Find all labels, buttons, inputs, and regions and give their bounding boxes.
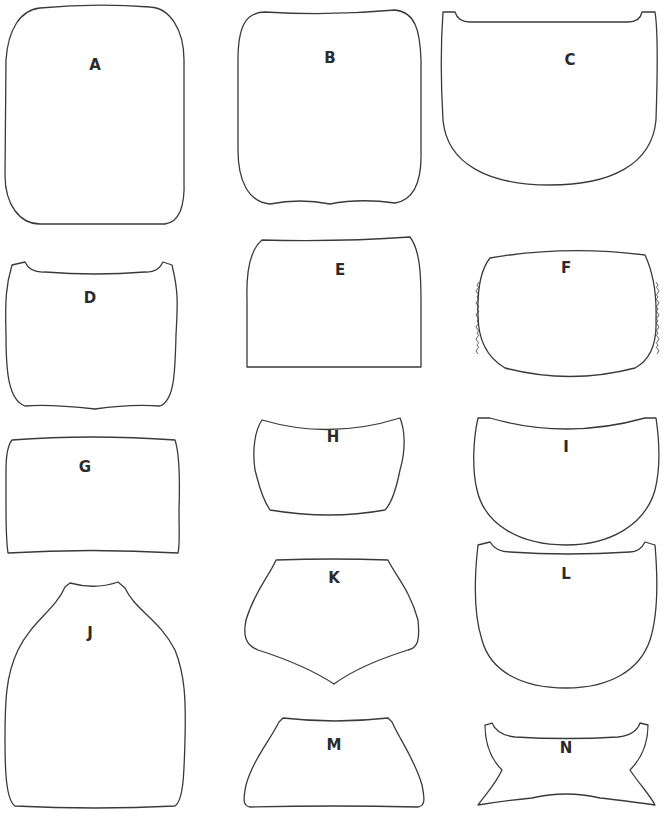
outline-path: [441, 12, 657, 185]
outline-path: [238, 10, 421, 204]
outline-path: [244, 718, 424, 807]
figure-letter: M: [327, 738, 342, 753]
outline-drawing: [437, 8, 661, 188]
outline-drawing: [234, 6, 426, 208]
outline-drawing: [242, 233, 426, 371]
figure-letter: A: [89, 58, 101, 73]
pronotum-outline: N: [474, 718, 660, 810]
pronotum-outline: A: [2, 0, 188, 228]
outline-drawing: [471, 538, 661, 692]
figure-letter: L: [561, 567, 571, 582]
outline-drawing: [2, 430, 184, 557]
outline-path: [478, 723, 655, 805]
outline-path: [254, 418, 404, 515]
outline-path: [247, 237, 421, 367]
outline-path: [475, 542, 656, 688]
figure-letter: J: [87, 626, 93, 641]
pronotum-outline: H: [250, 414, 410, 522]
outline-path: [478, 251, 656, 377]
outline-path: [5, 582, 185, 808]
outline-path: [245, 559, 419, 684]
pronotum-outline: E: [242, 233, 426, 371]
outline-drawing: [2, 258, 182, 413]
pronotum-outline: G: [2, 430, 184, 557]
pronotum-outline: J: [2, 578, 188, 812]
pronotum-outline: L: [471, 538, 661, 692]
pronotum-outline: F: [474, 242, 662, 382]
pronotum-outline: K: [240, 554, 423, 688]
figure-letter: D: [84, 291, 96, 306]
pronotum-outline: B: [234, 6, 426, 208]
pronotum-outline: C: [437, 8, 661, 188]
pronotum-outline: D: [2, 258, 182, 413]
figure-letter: I: [563, 440, 569, 455]
outline-drawing: [2, 0, 188, 228]
figure-letter: F: [561, 261, 571, 276]
figure-letter: H: [327, 430, 340, 445]
pronotum-outline: I: [470, 414, 662, 549]
figure-letter: N: [560, 741, 573, 756]
outline-drawing: [2, 578, 188, 812]
outline-path: [6, 437, 180, 553]
serration: [476, 282, 659, 354]
pronotum-outline: M: [239, 714, 429, 812]
outline-path: [474, 418, 659, 545]
figure-letter: B: [324, 51, 335, 66]
outline-drawing: [474, 718, 660, 810]
figure-letter: G: [79, 460, 91, 475]
outline-path: [5, 5, 184, 224]
outline-path: [6, 262, 178, 409]
figure-letter: K: [328, 571, 340, 586]
figure-letter: C: [564, 53, 575, 68]
outline-drawing: [239, 714, 429, 812]
figure-letter: E: [335, 263, 345, 278]
outline-drawing: [470, 414, 662, 549]
